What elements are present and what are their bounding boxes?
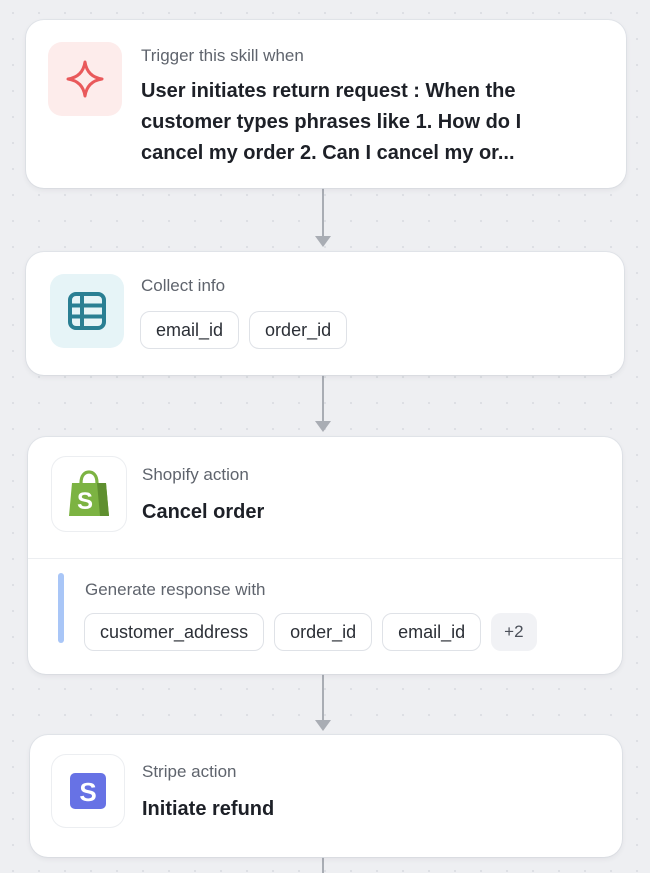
connector-arrow-2 <box>315 421 331 432</box>
stripe-letter: S <box>79 777 96 807</box>
shopify-label: Shopify action <box>142 465 249 484</box>
generate-response-label: Generate response with <box>85 580 266 599</box>
connector-arrow-3 <box>315 720 331 731</box>
collect-info-chips: email_id order_id <box>140 311 348 349</box>
stripe-action-title: Initiate refund <box>142 798 275 820</box>
response-chips: customer_address order_id email_id +2 <box>84 613 537 651</box>
connector-arrow-1 <box>315 236 331 247</box>
response-accent-bar <box>58 573 64 643</box>
shopify-bag-icon: S <box>69 470 109 516</box>
field-chip[interactable]: email_id <box>140 311 240 349</box>
stripe-action-card[interactable]: S Stripe action Initiate refund <box>30 735 622 857</box>
variable-chip[interactable]: order_id <box>274 613 373 651</box>
variable-chip[interactable]: customer_address <box>84 613 265 651</box>
more-variables-badge[interactable]: +2 <box>491 613 537 651</box>
table-icon <box>68 292 106 330</box>
stripe-icon: S <box>70 773 106 809</box>
connector-line-2 <box>322 375 324 423</box>
connector-line-4 <box>322 857 324 873</box>
shopify-letter: S <box>77 488 93 515</box>
shopify-icon-tile: S <box>52 457 126 531</box>
collect-info-card[interactable]: Collect info email_id order_id <box>26 252 624 375</box>
connector-line-3 <box>322 674 324 722</box>
connector-line-1 <box>322 188 324 238</box>
trigger-label: Trigger this skill when <box>141 46 304 65</box>
sparkle-icon <box>66 60 104 98</box>
stripe-label: Stripe action <box>142 762 237 781</box>
trigger-icon-tile <box>48 42 122 116</box>
collect-info-label: Collect info <box>141 276 226 295</box>
card-divider <box>28 558 622 559</box>
trigger-text: User initiates return request : When the… <box>141 80 522 164</box>
shopify-action-title: Cancel order <box>142 501 265 523</box>
shopify-action-card[interactable]: S Shopify action Cancel order Generate r… <box>28 437 622 674</box>
trigger-card[interactable]: Trigger this skill when User initiates r… <box>26 20 626 188</box>
field-chip[interactable]: order_id <box>249 311 348 349</box>
collect-icon-tile <box>50 274 124 348</box>
stripe-icon-tile: S <box>52 755 124 827</box>
variable-chip[interactable]: email_id <box>382 613 482 651</box>
